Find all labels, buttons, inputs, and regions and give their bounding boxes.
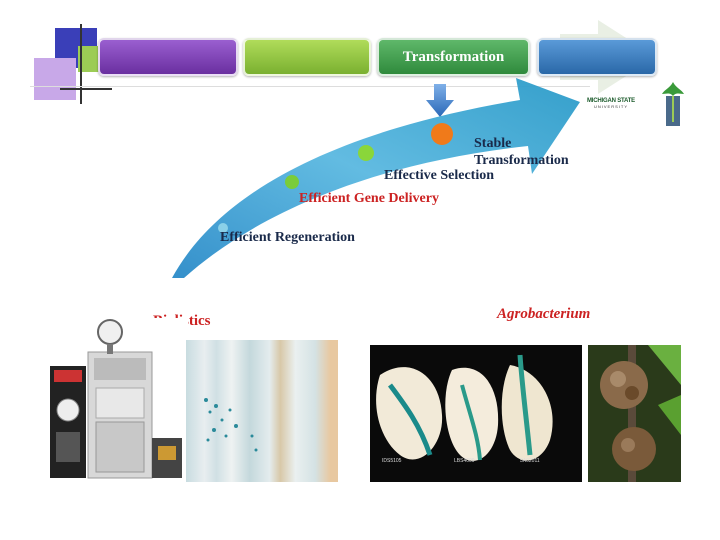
- gene-gun-illustration: [50, 319, 182, 479]
- method-label-agrobacterium: Agrobacterium: [497, 306, 591, 322]
- photo-gus-leaves: IDS5105 LBS4009 5A02011: [370, 345, 582, 482]
- step-label-stable-1: Stable: [474, 136, 512, 151]
- leaves-illustration: [376, 354, 553, 461]
- progress-curve-arrow: [172, 78, 580, 278]
- leaf-caption-1: IDS5105: [382, 458, 402, 464]
- logo-line-3: UNIVERSITY: [593, 104, 628, 109]
- gus-stain-dots: [204, 398, 258, 452]
- plant-logo-icon: [662, 82, 684, 126]
- deco-square-lavender: [34, 58, 76, 100]
- step-dot-2: [285, 175, 299, 189]
- step-label-stable-2: Transformation: [474, 153, 569, 168]
- leaf-caption-2: LBS4009: [454, 458, 475, 464]
- university-logo: MICHIGAN STATE UNIVERSITY: [580, 98, 642, 124]
- deco-line-h: [60, 88, 112, 90]
- step-dot-1: [218, 223, 228, 233]
- pipeline-stage-1: [98, 38, 238, 76]
- deco-line-v: [80, 24, 82, 104]
- photo-gene-gun: [40, 318, 188, 482]
- crown-gall-illustration: [600, 345, 681, 482]
- step-label-regeneration: Efficient Regeneration: [220, 230, 355, 245]
- pipeline-stage-4: [537, 38, 657, 76]
- logo-line-2: MICHIGAN STATE: [587, 98, 635, 104]
- photo-stained-tissue: [186, 340, 338, 482]
- deco-line-long: [30, 86, 590, 87]
- step-label-selection: Effective Selection: [384, 168, 495, 183]
- pipeline-stage-transformation: Transformation: [377, 38, 530, 76]
- step-label-gene-delivery: Efficient Gene Delivery: [299, 191, 439, 206]
- down-arrow-icon: [426, 84, 454, 117]
- step-dot-3: [358, 145, 374, 161]
- step-dot-4: [431, 123, 453, 145]
- leaf-caption-3: 5A02011: [520, 458, 540, 464]
- pipeline-stage-2: [243, 38, 371, 76]
- photo-crown-gall: [588, 345, 681, 482]
